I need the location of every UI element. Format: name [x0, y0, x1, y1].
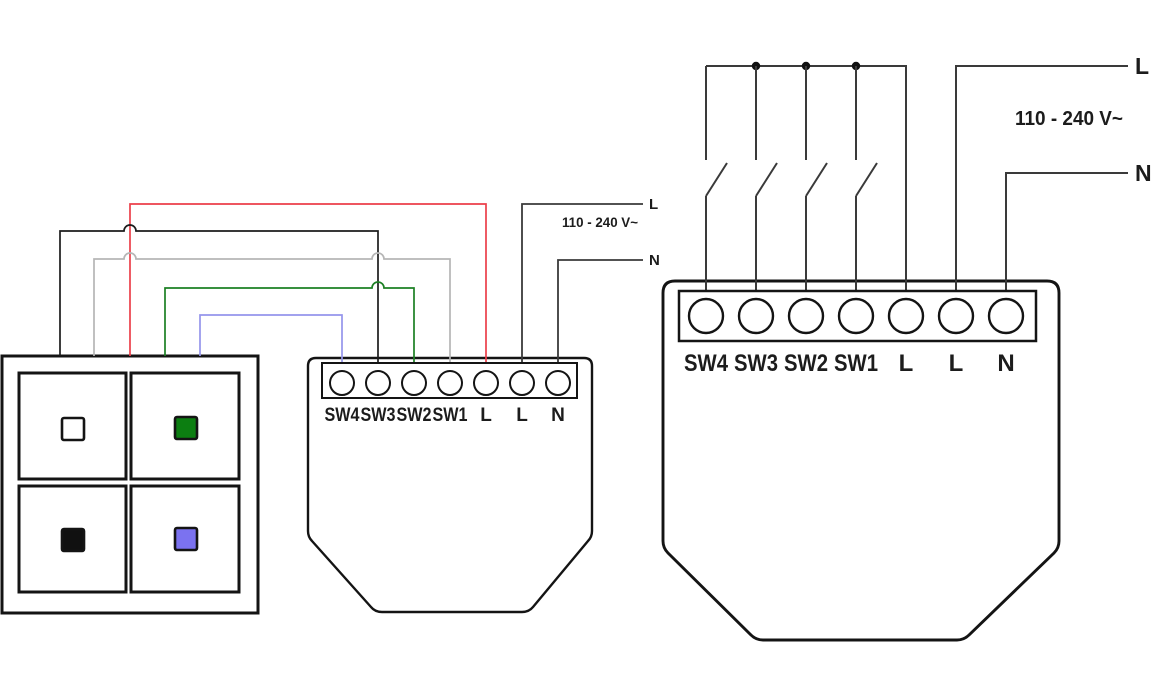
- button-top-left: [60, 416, 86, 442]
- left-terminal-sw2: [401, 370, 427, 396]
- right-terminal-sw2: [787, 297, 825, 335]
- right-terminal-n: [987, 297, 1025, 335]
- left-terminal-label-sw3: SW3: [361, 405, 396, 426]
- right-terminal-sw1: [837, 297, 875, 335]
- left-diagram: L N 110 - 240 V~ SW4 SW3 SW2 SW1 L L N: [0, 196, 660, 615]
- left-live-line: [521, 203, 643, 363]
- bus-line: [706, 65, 907, 291]
- right-terminal-label-sw2: SW2: [784, 350, 828, 377]
- relay-right-body: [661, 279, 1061, 642]
- left-terminal-l1: [473, 370, 499, 396]
- switch-symbol-sw3: [755, 66, 778, 291]
- left-terminal-l2: [509, 370, 535, 396]
- right-terminal-sw4: [687, 297, 725, 335]
- right-power-lines: L N 110 - 240 V~: [955, 53, 1152, 291]
- relay-left-body: [306, 356, 594, 614]
- left-live-label: L: [649, 196, 658, 213]
- wire-gray: [93, 252, 451, 363]
- right-neutral-line: [1005, 172, 1128, 291]
- right-neutral-label: N: [1135, 160, 1152, 186]
- signal-wires: [59, 203, 487, 363]
- left-terminal-sw3: [365, 370, 391, 396]
- left-neutral-label: N: [649, 252, 660, 269]
- right-terminal-l1: [887, 297, 925, 335]
- right-terminal-strip: SW4 SW3 SW2 SW1 L L N: [677, 289, 1038, 377]
- switch-symbol-sw4: [705, 66, 728, 291]
- left-terminal-strip: SW4 SW3 SW2 SW1 L L N: [321, 362, 578, 426]
- left-terminal-label-sw2: SW2: [397, 405, 432, 426]
- left-terminal-label-n: N: [551, 405, 565, 426]
- left-terminal-label-sw1: SW1: [433, 405, 468, 426]
- right-terminal-l2: [937, 297, 975, 335]
- right-terminal-label-sw4: SW4: [684, 350, 729, 377]
- right-terminal-label-sw3: SW3: [734, 350, 778, 377]
- wall-switch-panel: [0, 354, 260, 615]
- left-terminal-n: [545, 370, 571, 396]
- right-live-line: [955, 65, 1128, 291]
- right-terminal-label-sw1: SW1: [834, 350, 878, 377]
- left-terminal-label-l2: L: [516, 405, 528, 426]
- right-terminal-label-l1: L: [899, 350, 914, 377]
- switch-symbols: [705, 66, 878, 291]
- left-neutral-line: [557, 259, 643, 363]
- switch-symbol-sw1: [855, 66, 878, 291]
- left-terminal-sw4: [329, 370, 355, 396]
- wire-blue: [199, 314, 343, 363]
- left-terminal-label-l1: L: [480, 405, 492, 426]
- left-voltage-label: 110 - 240 V~: [562, 215, 638, 230]
- right-live-label: L: [1135, 53, 1149, 79]
- switch-symbol-sw2: [805, 66, 828, 291]
- wire-black: [59, 224, 379, 363]
- right-terminal-label-n: N: [997, 350, 1014, 377]
- button-bottom-right: [173, 526, 199, 552]
- button-top-right: [173, 415, 199, 441]
- right-voltage-label: 110 - 240 V~: [1015, 108, 1123, 130]
- left-terminal-label-sw4: SW4: [325, 405, 360, 426]
- right-terminal-sw3: [737, 297, 775, 335]
- right-terminal-label-l2: L: [949, 350, 964, 377]
- wire-red: [129, 203, 487, 363]
- left-terminal-sw1: [437, 370, 463, 396]
- button-bottom-left: [60, 527, 86, 553]
- left-power-lines: L N 110 - 240 V~: [521, 196, 660, 363]
- wire-green: [164, 281, 415, 363]
- right-diagram: L N 110 - 240 V~ SW4 SW3 SW2 SW1 L L N: [661, 53, 1152, 642]
